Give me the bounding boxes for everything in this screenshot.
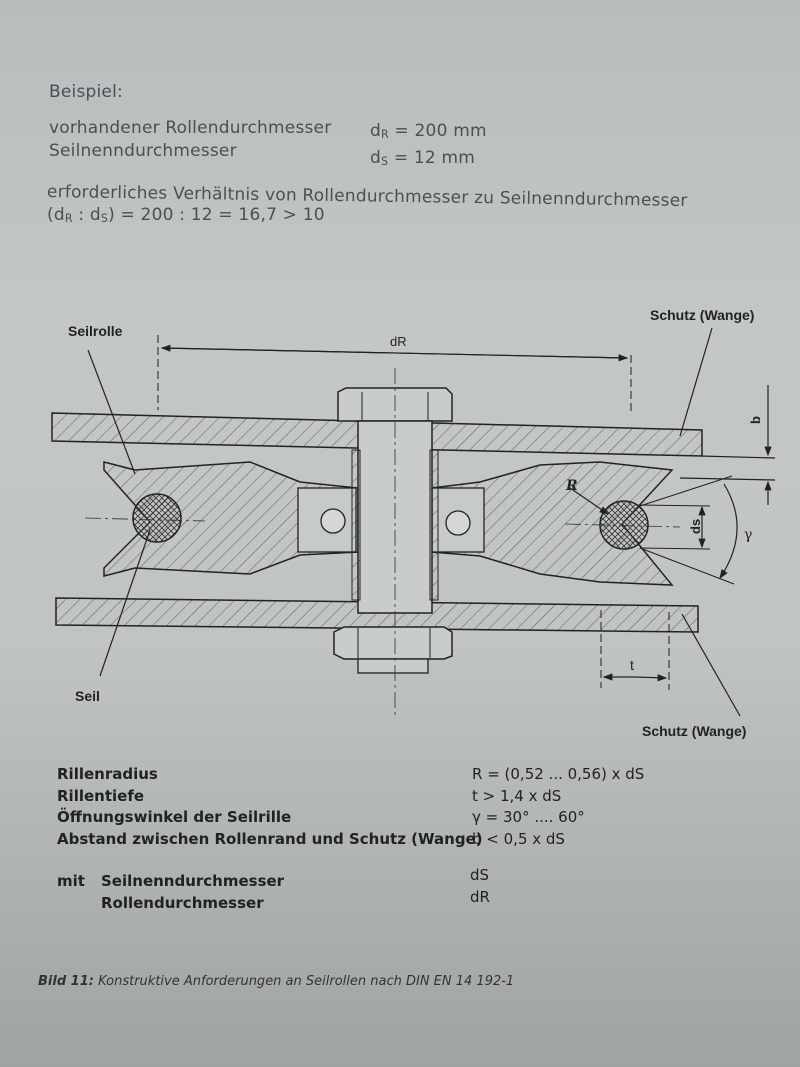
label-t: t xyxy=(630,657,634,673)
label-seilrolle: Seilrolle xyxy=(68,323,123,339)
bearing-right xyxy=(431,487,485,553)
mit-word: mit xyxy=(57,872,85,890)
gamma-arc xyxy=(719,483,738,579)
rope-right xyxy=(599,500,649,550)
bearing-ball-left xyxy=(320,508,346,534)
r-radius-line xyxy=(569,487,609,515)
label-gamma: γ xyxy=(744,527,752,543)
label-schutz-bottom: Schutz (Wange) xyxy=(642,723,746,739)
example-heading: Beispiel: xyxy=(49,82,123,102)
leader-seil xyxy=(99,529,151,677)
spec-label-rillenradius: Rillenradius xyxy=(57,765,158,783)
figure-caption: Bild 11: Konstruktive Anforderungen an S… xyxy=(38,974,515,989)
mit-row2-label: Rollendurchmesser xyxy=(101,894,264,912)
spec-formula-abstand: b < 0,5 x dS xyxy=(472,830,565,848)
spec-formula-rillentiefe: t > 1,4 x dS xyxy=(472,787,562,805)
mit-row1-label: Seilnenndurchmesser xyxy=(101,872,285,890)
label-seil: Seil xyxy=(75,688,100,704)
rope-left xyxy=(132,493,182,543)
example-row2-value: dS = 12 mm xyxy=(370,148,476,168)
spec-label-abstand: Abstand zwischen Rollenrand und Schutz (… xyxy=(57,830,483,848)
example-row2-label: Seilnenndurchmesser xyxy=(49,141,237,161)
leader-schutz-bottom xyxy=(681,613,741,717)
ratio-formula: (dR : dS) = 200 : 12 = 16,7 > 10 xyxy=(47,205,325,225)
bearing-ball-right xyxy=(445,510,471,536)
label-b: b xyxy=(748,416,763,424)
mit-row1-symbol: dS xyxy=(470,866,490,884)
example-row1-label: vorhandener Rollendurchmesser xyxy=(49,118,332,138)
leader-schutz-top xyxy=(679,327,713,437)
example-row1-value: dR = 200 mm xyxy=(370,121,487,141)
spec-label-rillentiefe: Rillentiefe xyxy=(57,787,145,805)
mit-row2-symbol: dR xyxy=(470,888,490,906)
pulley-right-section xyxy=(431,461,674,586)
spec-formula-rillenradius: R = (0,52 ... 0,56) x dS xyxy=(472,765,645,783)
leader-seilrolle xyxy=(87,349,136,475)
spec-label-oeffnungswinkel: Öffnungswinkel der Seilrille xyxy=(57,808,292,826)
bolt-nut xyxy=(333,626,453,660)
label-dr: dR xyxy=(390,334,407,349)
label-schutz-top: Schutz (Wange) xyxy=(650,307,754,323)
spec-formula-oeffnungswinkel: γ = 30° .... 60° xyxy=(472,808,585,826)
label-r: R xyxy=(565,478,578,494)
label-ds: ds xyxy=(688,519,703,534)
guard-plate-bottom xyxy=(55,597,699,633)
